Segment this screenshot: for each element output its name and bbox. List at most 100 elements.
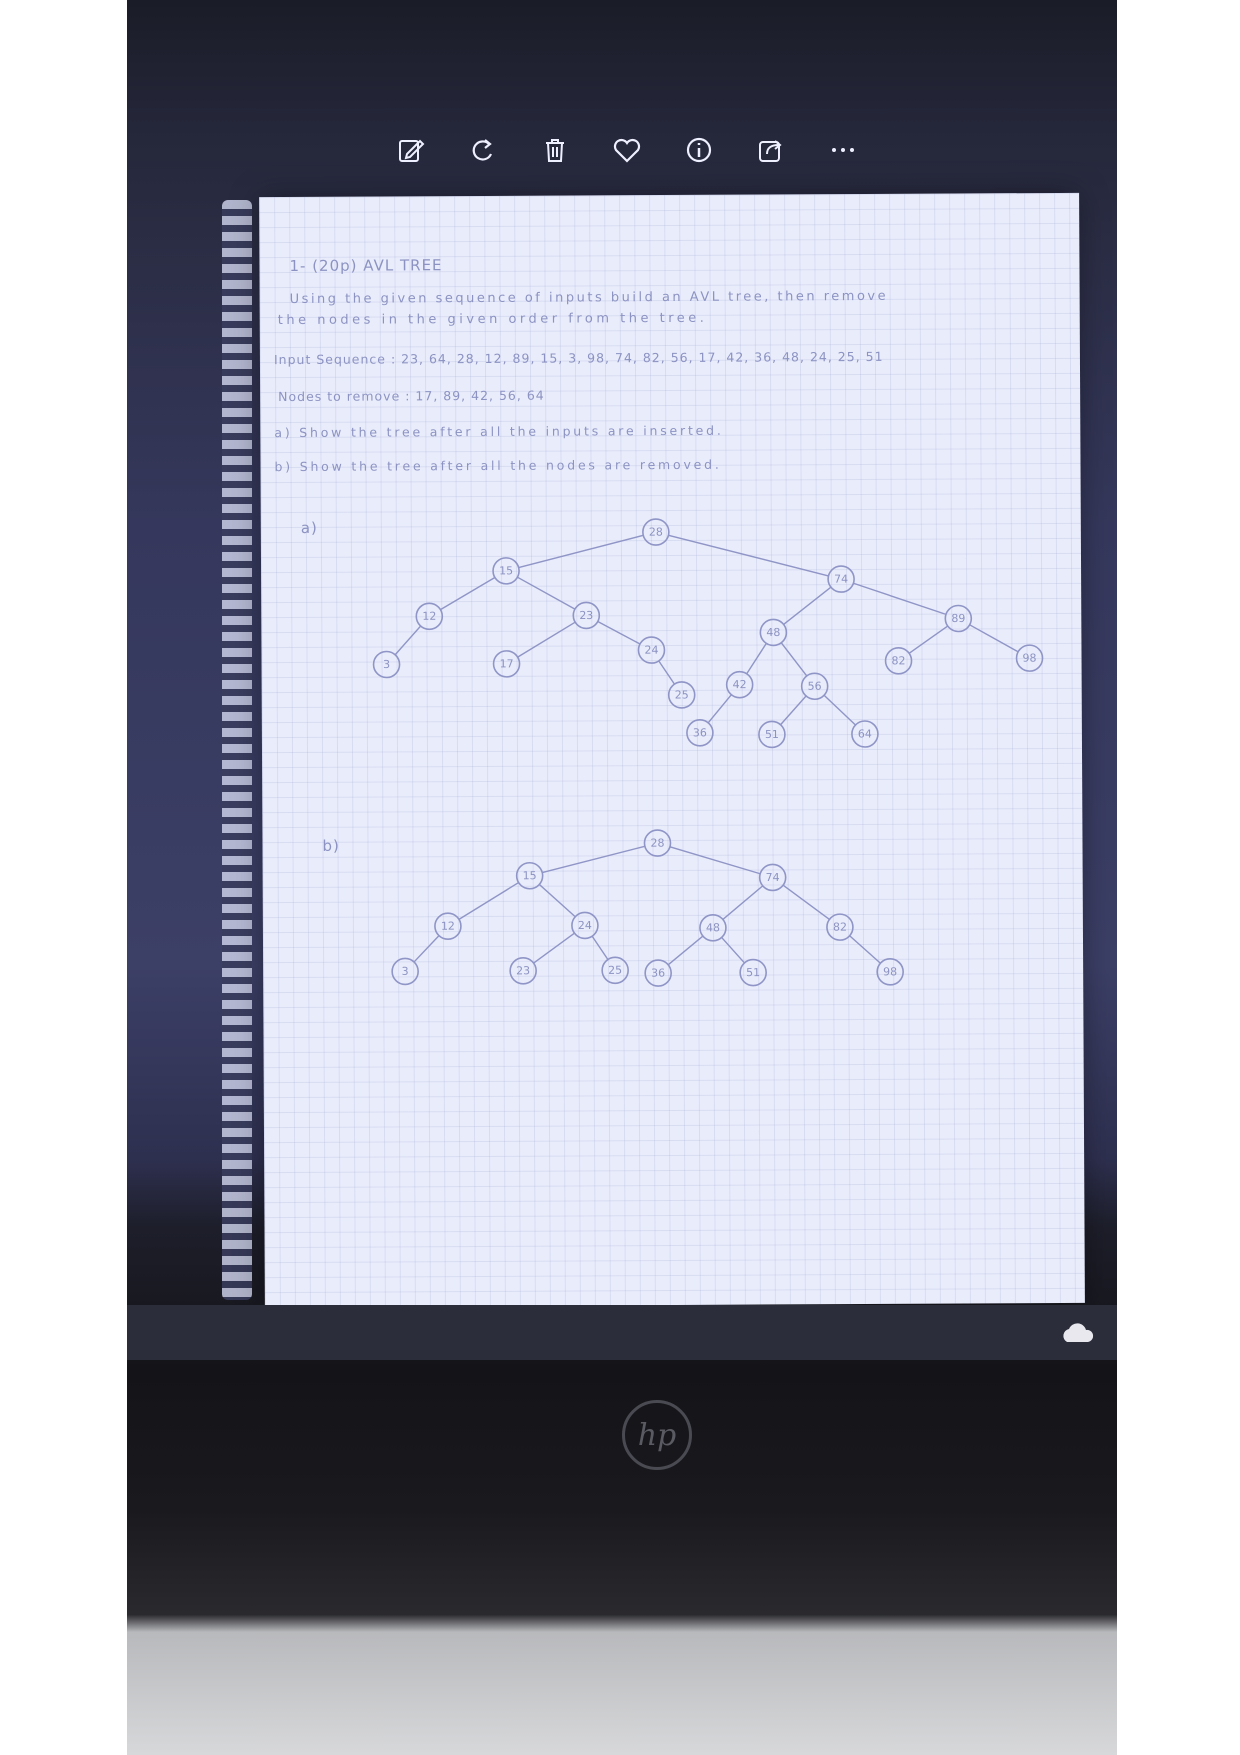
tree-a-node: 28 <box>642 518 670 546</box>
tree-a-node: 48 <box>759 618 788 647</box>
tree-a-edge <box>780 695 807 726</box>
tree-a-node-circle <box>1015 644 1044 672</box>
tree-a-node-label: 3 <box>383 658 390 671</box>
favorite-icon[interactable] <box>608 131 646 169</box>
tree-b-node-circle <box>643 829 672 857</box>
tree-b-edge <box>591 935 609 960</box>
tree-a-node-label: 25 <box>675 688 689 701</box>
tree-a-node: 36 <box>686 719 714 747</box>
tree-a-node: 3 <box>372 650 401 679</box>
rotate-icon[interactable] <box>464 131 502 169</box>
tree-a-edge <box>908 625 949 654</box>
tree-b-edge <box>458 881 519 920</box>
tree-a-edge <box>969 624 1019 653</box>
weather-icon <box>1063 1323 1094 1342</box>
screen-bottom-bar <box>127 1305 1117 1360</box>
tree-a-node-circle <box>686 719 714 747</box>
share-icon[interactable] <box>752 131 790 169</box>
tree-a-node: 98 <box>1015 644 1044 672</box>
tree-a-node-circle <box>642 518 670 546</box>
tree-b-node-circle <box>601 956 629 985</box>
tree-b-node: 48 <box>699 913 727 942</box>
tree-a-node-label: 23 <box>579 609 593 622</box>
tree-b-node-label: 74 <box>766 871 780 884</box>
tree-b-edge <box>542 845 646 874</box>
tree-a-node-label: 98 <box>1022 652 1036 665</box>
edit-icon[interactable] <box>392 131 430 169</box>
photo-of-laptop-screen: 1- (20p) AVL TREE Using the given sequen… <box>127 0 1117 1755</box>
tree-a-node-label: 64 <box>858 727 872 740</box>
tree-b-node-circle <box>391 957 419 986</box>
tree-b-node: 36 <box>644 959 672 987</box>
tree-a-edge <box>517 576 576 610</box>
tree-a-node: 24 <box>637 636 666 664</box>
delete-icon[interactable] <box>536 131 574 169</box>
tree-a-node-circle <box>758 720 786 749</box>
tree-b-node: 74 <box>758 863 787 892</box>
tree-a-node-circle <box>800 672 829 701</box>
tree-a-edge <box>780 642 808 677</box>
tree-b-node-circle <box>571 911 599 940</box>
hp-logo-text: hp <box>637 1417 677 1453</box>
tree-a-node-label: 15 <box>499 564 513 577</box>
tree-a-node-label: 17 <box>500 657 514 670</box>
tree-a-node-label: 51 <box>765 728 779 741</box>
more-icon[interactable] <box>824 131 862 169</box>
tree-b-node: 3 <box>391 957 419 986</box>
tree-b-edge <box>533 932 575 964</box>
hp-logo: hp <box>622 1400 692 1470</box>
tree-a-node-circle <box>725 670 754 699</box>
tree-b-edge <box>667 935 704 966</box>
tree-a-node-label: 48 <box>766 626 780 639</box>
tree-a-node-label: 42 <box>733 678 747 691</box>
tree-b-node: 24 <box>571 911 599 940</box>
tree-a-edge <box>823 694 856 726</box>
tree-b-node-circle <box>434 912 462 940</box>
tree-a-node-circle <box>827 565 855 593</box>
notebook-spiral <box>222 200 252 1300</box>
tree-a-edge <box>853 582 947 616</box>
tree-a-node-circle <box>492 650 521 678</box>
tree-a-node-circle <box>667 681 696 709</box>
tree-a-node-label: 82 <box>892 654 906 667</box>
tree-b-edge <box>721 936 745 964</box>
tree-b-node-label: 48 <box>706 921 720 934</box>
tree-a-node-circle <box>492 557 520 585</box>
tree-a-node-circle <box>637 636 666 664</box>
image-viewer-toolbar <box>392 125 862 175</box>
tree-b-node-label: 82 <box>833 921 847 934</box>
tree-a-node-label: 74 <box>834 573 848 586</box>
tree-a-node-label: 36 <box>693 726 707 739</box>
tree-b-node: 12 <box>434 912 462 940</box>
tree-a-edge <box>658 660 676 685</box>
tree-a-node: 74 <box>827 565 855 593</box>
tree-b-node-circle <box>515 861 544 890</box>
tree-a-node: 64 <box>851 720 879 748</box>
tree-b-node: 51 <box>739 958 767 987</box>
tree-a-node: 17 <box>492 650 521 678</box>
info-icon[interactable] <box>680 131 718 169</box>
tree-a-node: 23 <box>572 601 601 630</box>
tree-a-edge <box>517 621 576 658</box>
tree-b-edge <box>413 935 440 963</box>
tree-a-node-label: 12 <box>422 610 436 623</box>
tree-a-node-circle <box>944 604 973 633</box>
tree-a-node-circle <box>415 602 444 631</box>
tree-b-node: 25 <box>601 956 629 985</box>
tree-b-node-label: 3 <box>402 965 409 978</box>
tree-b-node-label: 12 <box>441 920 455 933</box>
tree-b-node-label: 28 <box>650 837 664 850</box>
tree-a-node-label: 56 <box>808 680 822 693</box>
tree-a-node-circle <box>851 720 879 748</box>
tree-a-node: 89 <box>944 604 973 633</box>
tree-b-node-label: 23 <box>516 964 530 977</box>
tree-a-node-label: 89 <box>951 612 965 625</box>
tree-b-node: 98 <box>876 958 904 986</box>
tree-a-node-circle <box>884 647 913 675</box>
tree-a-edge <box>668 534 829 577</box>
tree-a-edge <box>394 625 422 656</box>
tree-a-node-label: 24 <box>644 644 658 657</box>
tree-b-node-circle <box>739 958 767 987</box>
tree-b-edge <box>782 884 830 920</box>
tree-a-node-label: 28 <box>649 526 663 539</box>
